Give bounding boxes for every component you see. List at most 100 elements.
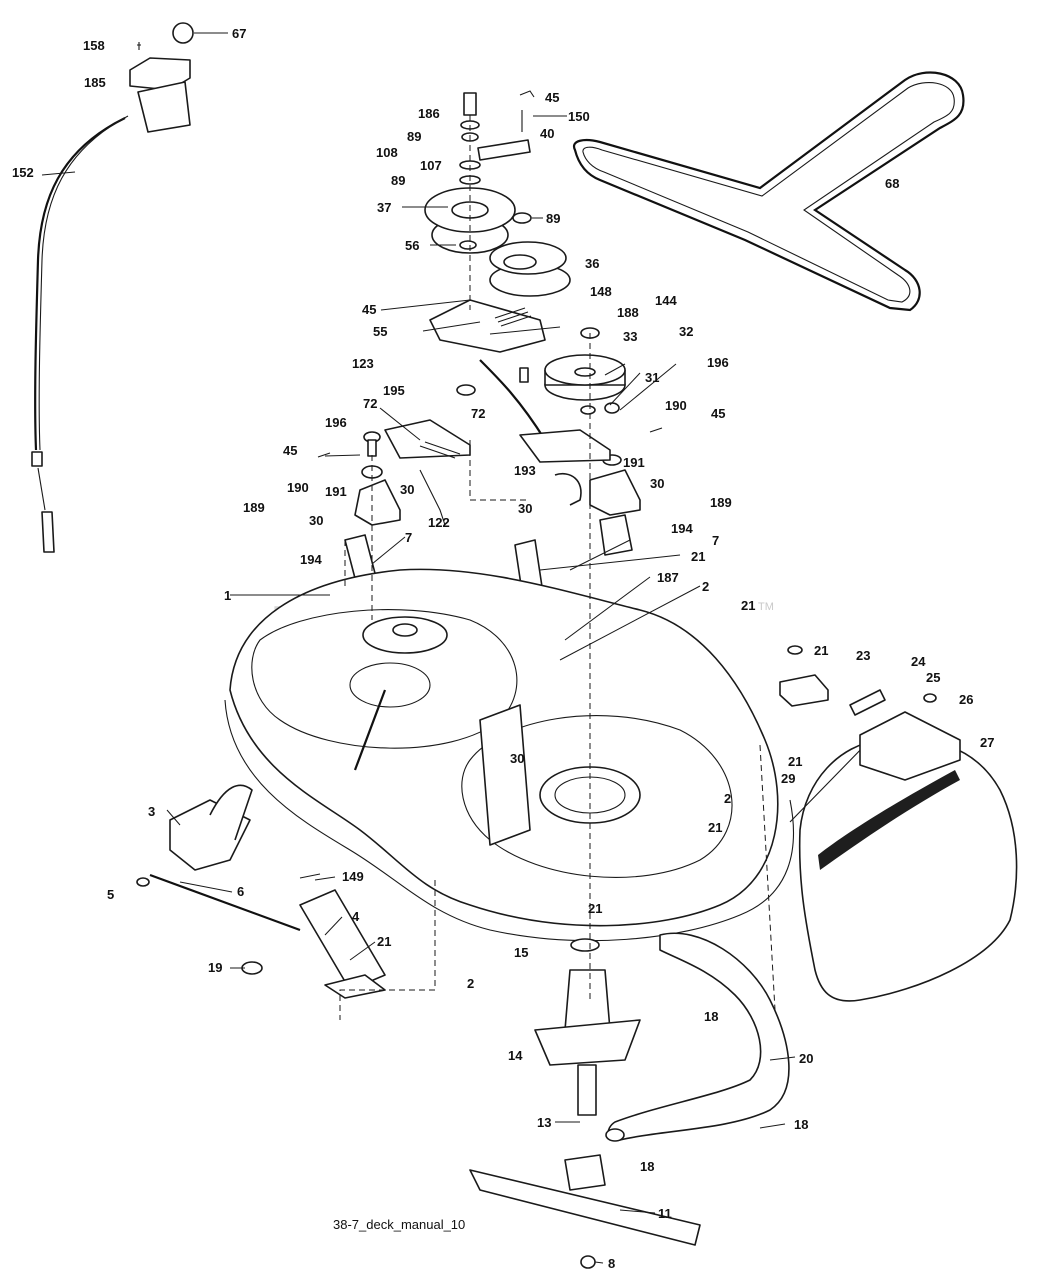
callout-45-top: 45 [545, 90, 559, 105]
spindle-blade-stack [469, 938, 701, 1269]
callout-144: 144 [655, 293, 677, 308]
pulley-32-bore [574, 367, 596, 377]
callout-21-chute: 21 [788, 754, 802, 769]
deck-baffle [479, 704, 531, 846]
pin-5 [136, 877, 150, 887]
callout-21-bottom: 21 [588, 901, 602, 916]
callout-107: 107 [420, 158, 442, 173]
callout-23: 23 [856, 648, 870, 663]
nut-26 [923, 693, 937, 703]
callout-18-right: 18 [794, 1117, 808, 1132]
bolt-190-left [367, 439, 377, 457]
belt-guard-shell [607, 932, 790, 1142]
callout-21-top: 21 [691, 549, 705, 564]
drive-belt-68 [572, 71, 965, 312]
callout-196-right: 196 [707, 355, 729, 370]
callout-122: 122 [428, 515, 450, 530]
lift-link-4 [299, 889, 386, 991]
callout-25: 25 [926, 670, 940, 685]
deck-right-chamber [461, 715, 733, 878]
callout-7-left: 7 [405, 530, 412, 545]
callout-7-right: 7 [712, 533, 719, 548]
clip-45-150 [519, 90, 535, 132]
callout-191-left: 191 [325, 484, 347, 499]
callout-194-left: 194 [300, 552, 322, 567]
lift-bracket-3-ear [209, 784, 253, 841]
callout-37: 37 [377, 200, 391, 215]
callout-148: 148 [590, 284, 612, 299]
callout-188: 188 [617, 305, 639, 320]
callout-152: 152 [12, 165, 34, 180]
cable-knob [172, 22, 194, 44]
belt-inner [582, 82, 955, 303]
deck-left-spindle-hole [349, 662, 431, 708]
idler-pulley-stack [424, 90, 571, 297]
callout-1: 1 [224, 588, 231, 603]
callout-3: 3 [148, 804, 155, 819]
callout-196-left: 196 [325, 415, 347, 430]
callout-2-top: 2 [702, 579, 709, 594]
washer-89c [512, 212, 532, 224]
callout-21-mid: 21 [741, 598, 755, 613]
callout-40: 40 [540, 126, 554, 141]
cable-152 [34, 117, 126, 451]
blade-adapter [564, 1154, 606, 1191]
deck-left-pulley-hub [392, 623, 418, 637]
callout-11: 11 [658, 1206, 672, 1221]
callout-20: 20 [799, 1051, 813, 1066]
callout-89-mid: 89 [391, 173, 405, 188]
callout-45-right: 45 [711, 406, 725, 421]
callout-36: 36 [585, 256, 599, 271]
callout-55: 55 [373, 324, 387, 339]
callout-45-left: 45 [283, 443, 297, 458]
callout-195: 195 [383, 383, 405, 398]
callout-72-left: 72 [363, 396, 377, 411]
deck-belt-guide-rod [353, 689, 387, 771]
callout-18-guard: 18 [704, 1009, 718, 1024]
belt-guard-20 [607, 932, 790, 1142]
cable-end-fitting [41, 511, 55, 553]
callout-30-deck: 30 [510, 751, 524, 766]
callout-185: 185 [84, 75, 106, 90]
chute-ribs [818, 770, 960, 870]
bracket-193 [519, 429, 611, 463]
chute-hinge [859, 711, 961, 781]
spring-72 [419, 441, 461, 459]
callout-189-right: 189 [710, 495, 732, 510]
rod-122 [419, 469, 446, 526]
idler-arm-55 [429, 299, 546, 353]
callout-68: 68 [885, 176, 899, 191]
callout-8: 8 [608, 1256, 615, 1271]
washer-31 [580, 405, 596, 415]
nut-21-chute [787, 645, 803, 655]
deck-lift-cable-assembly [31, 22, 194, 553]
callout-4: 4 [352, 909, 360, 924]
callout-158: 158 [83, 38, 105, 53]
nut-196 [604, 402, 620, 414]
callout-191-right: 191 [623, 455, 645, 470]
cable-mount-plate [137, 81, 191, 133]
bolt-144 [519, 367, 529, 383]
hanger-194-right [599, 514, 633, 556]
mower-deck-shell-1 [224, 568, 795, 942]
callout-186: 186 [418, 106, 440, 121]
screw-158 [137, 42, 141, 50]
callout-18-adapter: 18 [640, 1159, 654, 1174]
stepped-pulley-assembly [544, 327, 626, 466]
callout-14: 14 [508, 1048, 523, 1063]
hanger-bracket-left [354, 479, 401, 526]
washer-72b [456, 384, 476, 396]
spindle-washer-15 [570, 938, 600, 952]
callout-30-center: 30 [518, 501, 532, 516]
chute-pin-29 [789, 739, 871, 823]
callout-89-right: 89 [546, 211, 560, 226]
lift-rod-6 [149, 873, 301, 932]
callout-21-deck: 21 [708, 820, 722, 835]
callout-187: 187 [657, 570, 679, 585]
bracket-23 [779, 674, 829, 707]
callout-32: 32 [679, 324, 693, 339]
spindle-shaft-13 [577, 1064, 597, 1116]
clip-45-right [649, 427, 663, 433]
callout-5: 5 [107, 887, 114, 902]
callout-15: 15 [514, 945, 528, 960]
